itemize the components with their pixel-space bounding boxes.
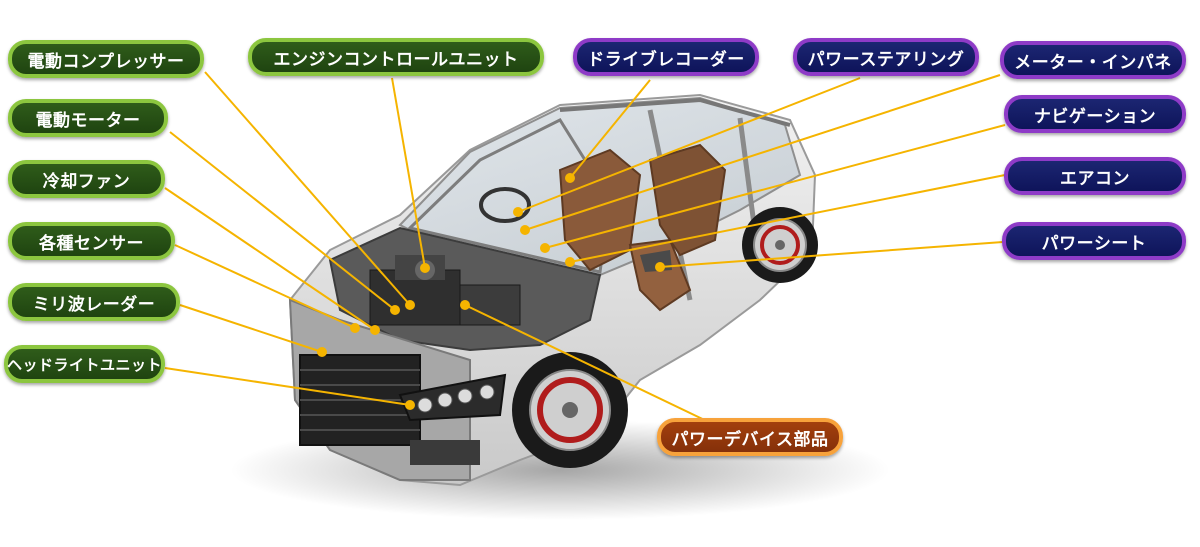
leader-radar (179, 304, 323, 353)
leader-ecu (391, 77, 426, 269)
leader-recorder (569, 79, 651, 179)
headlight-lenses (417, 384, 495, 413)
leader-fan (164, 187, 376, 331)
lower-intake (410, 440, 480, 465)
leader-steering (517, 77, 861, 213)
leader-headlight (164, 367, 411, 406)
leader-meter (524, 74, 1001, 231)
leader-compressor (204, 71, 411, 306)
leader-seat (659, 241, 1004, 268)
label-electric-motor: 電動モーター (8, 99, 168, 137)
leader-sensor (174, 244, 356, 329)
leader-powerdevice (464, 304, 716, 426)
label-electric-compressor: 電動コンプレッサー (8, 40, 204, 78)
label-power-steering: パワーステアリング (793, 38, 979, 76)
grille-slats (300, 369, 420, 431)
label-headlight-unit: ヘッドライトユニット (4, 345, 165, 383)
leader-lines (164, 71, 1006, 426)
label-power-seat: パワーシート (1002, 222, 1186, 260)
rear-wheel (742, 207, 818, 283)
label-air-conditioner: エアコン (1004, 157, 1186, 195)
leader-motor (169, 131, 396, 311)
label-engine-control-unit: エンジンコントロールユニット (248, 38, 544, 76)
leader-navi (544, 124, 1006, 249)
front-wheel (512, 352, 628, 468)
steering-wheel (479, 187, 531, 223)
label-navigation: ナビゲーション (1004, 95, 1186, 133)
label-meter-panel: メーター・インパネ (1000, 41, 1186, 79)
seat-rear (648, 143, 727, 257)
leader-aircon (569, 174, 1006, 263)
label-power-device-parts: パワーデバイス部品 (657, 418, 843, 456)
label-millimeter-radar: ミリ波レーダー (8, 283, 180, 321)
connection-dots (317, 173, 665, 410)
label-sensors: 各種センサー (8, 222, 175, 260)
label-cooling-fan: 冷却ファン (8, 160, 165, 198)
label-drive-recorder: ドライブレコーダー (573, 38, 759, 76)
